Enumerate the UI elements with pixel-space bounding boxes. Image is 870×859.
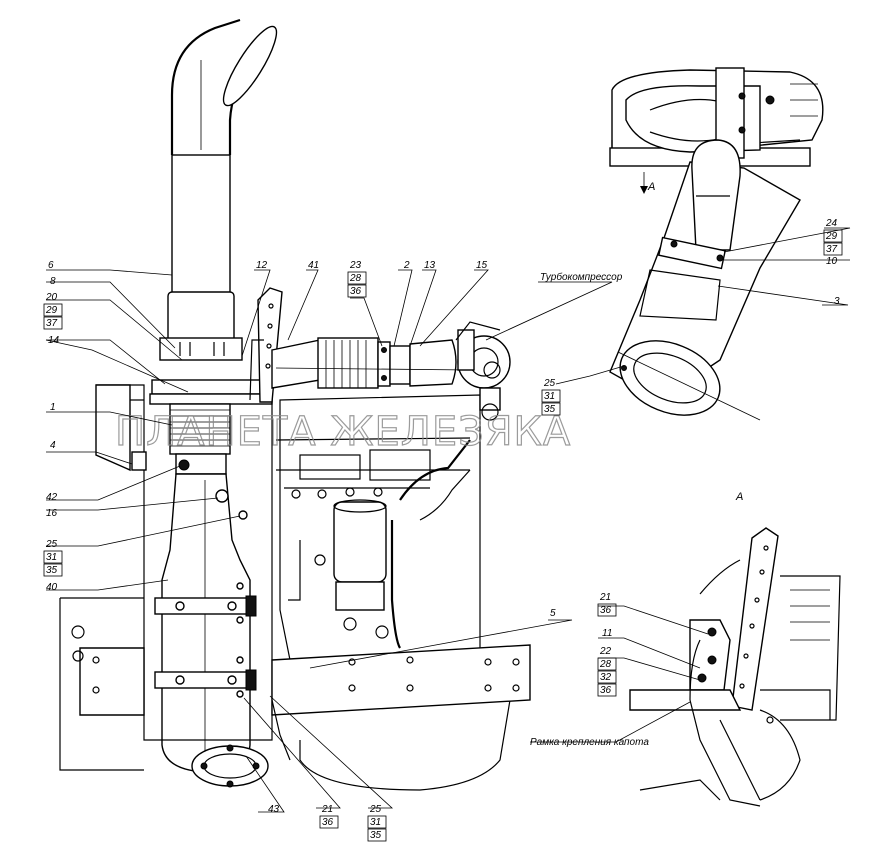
callout-40: 40 — [46, 582, 58, 593]
callout-10: 10 — [826, 256, 838, 267]
callout-25-bottom: 25 — [369, 804, 382, 815]
callout-36-view-a: 36 — [600, 605, 612, 616]
callout-14: 14 — [48, 335, 60, 346]
callout-42: 42 — [46, 492, 58, 503]
callout-16: 16 — [46, 508, 58, 519]
callout-31-bottom: 31 — [370, 817, 381, 828]
callout-3: 3 — [834, 296, 840, 307]
callout-15: 15 — [476, 260, 488, 271]
callout-37-right: 37 — [826, 244, 838, 255]
callout-36: 36 — [350, 286, 362, 297]
callout-35: 35 — [46, 565, 58, 576]
callout-43: 43 — [268, 804, 280, 815]
exhaust-intake-pipe — [271, 321, 511, 421]
cab-side-panel — [59, 384, 273, 771]
detail-view-a — [629, 527, 841, 807]
callout-31: 31 — [46, 552, 57, 563]
callout-24: 24 — [825, 218, 838, 229]
turbocharger — [455, 321, 511, 421]
callout-35-right: 35 — [544, 404, 556, 415]
engine-block — [271, 394, 531, 791]
detail-top-view — [609, 67, 824, 421]
watermark: ПЛАНЕТА ЖЕЛЕЗЯКА — [115, 409, 571, 455]
callout-35-bottom: 35 — [370, 830, 382, 841]
callout-25: 25 — [45, 539, 58, 550]
callout-22: 22 — [599, 646, 612, 657]
callout-41: 41 — [308, 260, 319, 271]
callout-28: 28 — [349, 273, 362, 284]
callout-1: 1 — [50, 402, 56, 413]
callout-29-right: 29 — [825, 231, 838, 242]
callout-37: 37 — [46, 318, 58, 329]
callout-36-bottom: 36 — [322, 817, 334, 828]
callout-4: 4 — [50, 440, 56, 451]
callout-21-view-a: 21 — [599, 592, 611, 603]
exhaust-pipe-assembly — [149, 18, 278, 788]
callout-8: 8 — [50, 276, 56, 287]
callout-23: 23 — [349, 260, 362, 271]
callout-6: 6 — [48, 260, 54, 271]
callout-32: 32 — [600, 672, 612, 683]
callout-13: 13 — [424, 260, 436, 271]
callout-labels: 6 8 20 29 37 14 1 4 42 16 25 31 35 40 12… — [43, 181, 843, 842]
callout-11: 11 — [602, 628, 612, 639]
callout-29: 29 — [45, 305, 58, 316]
callout-12: 12 — [256, 260, 268, 271]
callout-21: 21 — [321, 804, 333, 815]
callout-31-right: 31 — [544, 391, 555, 402]
callout-20: 20 — [45, 292, 58, 303]
callout-28-view-a: 28 — [599, 659, 612, 670]
view-label-a-top: А — [647, 181, 655, 193]
stack-bracket — [249, 287, 283, 403]
callout-2: 2 — [403, 260, 410, 271]
view-label-a-side: А — [735, 491, 743, 503]
note-hood-frame: Рамка крепления капота — [530, 737, 649, 748]
callout-25-right: 25 — [543, 378, 556, 389]
note-turbocharger: Турбокомпрессор — [540, 271, 623, 283]
leader-lines — [45, 227, 851, 813]
callout-36-view-a-2: 36 — [600, 685, 612, 696]
callout-5: 5 — [550, 608, 556, 619]
